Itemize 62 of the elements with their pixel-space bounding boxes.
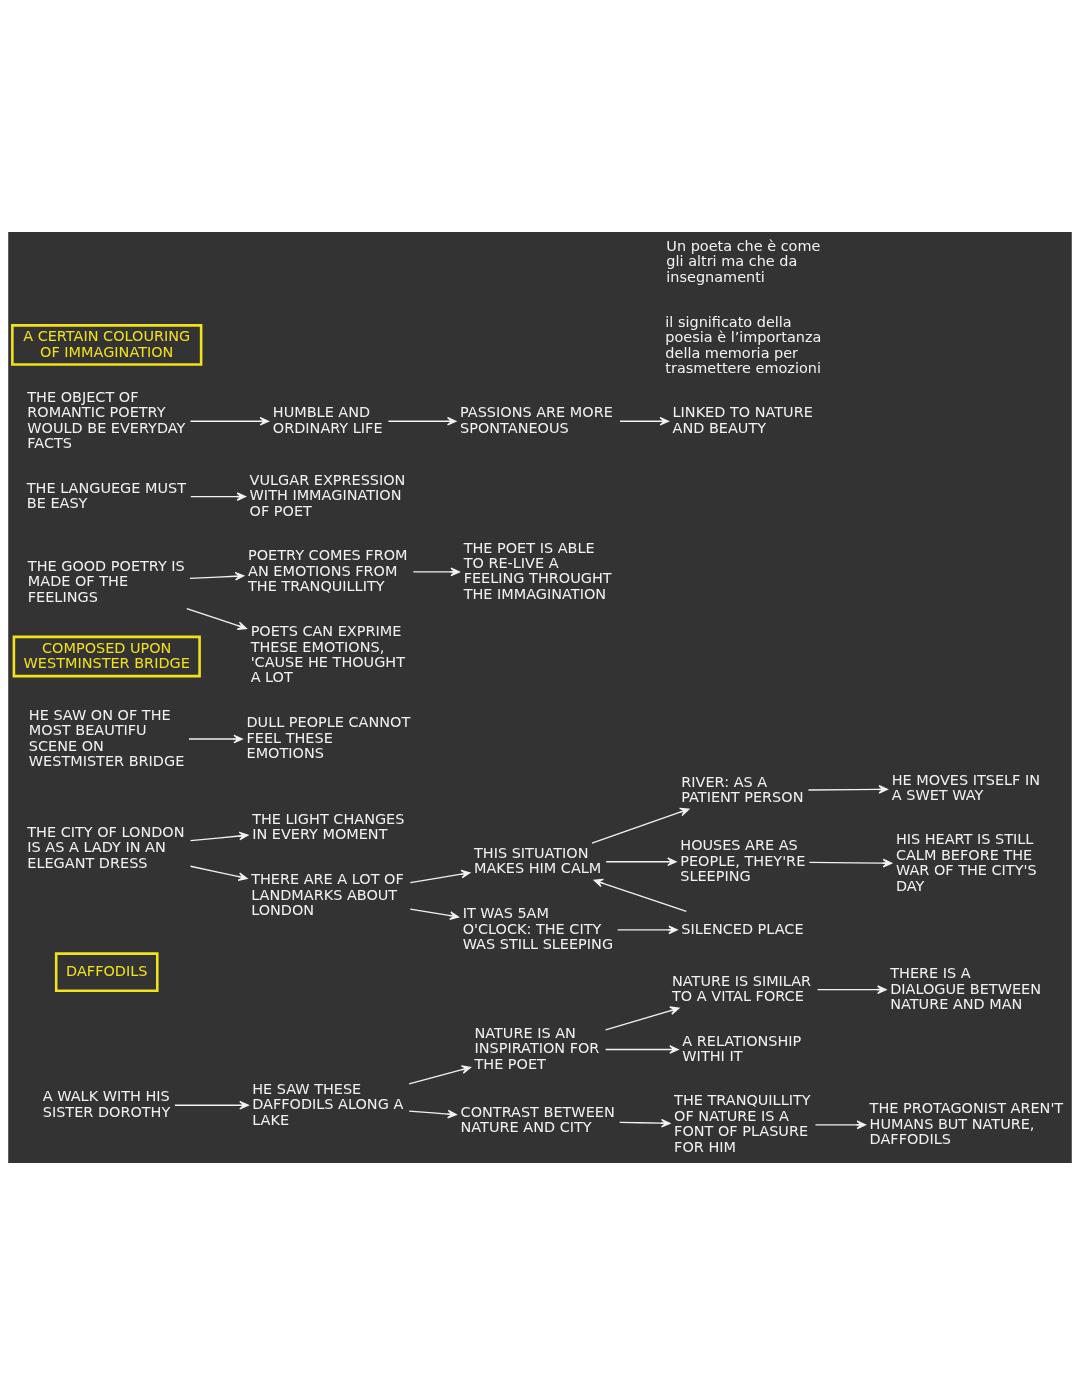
arrow	[189, 831, 249, 842]
node-text: THIS SITUATION MAKES HIM CALM	[473, 844, 602, 877]
node-text: A WALK WITH HIS SISTER DOROTHY	[42, 1088, 171, 1120]
node-text: THE GOOD POETRY IS MADE OF THE FEELINGS	[27, 557, 185, 605]
arrow	[408, 1109, 457, 1119]
node-text: THE OBJECT OF ROMANTIC POETRY WOULD BE EVERYDAY FACTS	[27, 388, 186, 452]
node-text: HIS HEART IS STILL CALM BEFORE THE WAR OF THE CITY'S DAY	[895, 831, 1037, 894]
node-text: PASSIONS ARE MORE SPONTANEOUS	[460, 404, 613, 436]
arrow	[604, 1006, 680, 1031]
node-text: HOUSES ARE AS PEOPLE, THEY'RE SLEEPING	[680, 837, 806, 885]
node-text: THERE ARE A LOT OF LANDMARKS ABOUT LONDON	[251, 871, 404, 919]
arrow	[808, 858, 893, 868]
arrow	[619, 416, 670, 426]
node-text: THERE IS A DIALOGUE BETWEEN NATURE AND MAN	[890, 965, 1041, 1012]
arrow	[189, 865, 248, 881]
arrow	[188, 734, 243, 744]
node-text: THE TRANQUILLITY OF NATURE IS A FONT OF PLASURE FOR HIM	[674, 1092, 811, 1155]
arrow	[189, 416, 270, 426]
node-text: NATURE IS AN INSPIRATION FOR THE POET	[474, 1024, 600, 1072]
node-text: THE POET IS ABLE TO RE-LIVE A FEELING THROUGHT THE IMMAGINATION	[463, 539, 612, 602]
arrow	[409, 869, 471, 884]
node-text: NATURE IS SIMILAR TO A VITAL FORCE	[672, 972, 812, 1005]
arrow	[174, 1100, 249, 1110]
arrow	[593, 878, 687, 912]
node-text: DULL PEOPLE CANNOT FEEL THESE EMOTIONS	[246, 714, 411, 762]
node-box: COMPOSED UPON WESTMINSTER BRIDGE	[12, 635, 201, 678]
arrow	[412, 567, 460, 577]
label: il significato della poesia è l’importanza della memoria per trasmettere emozioni	[665, 313, 822, 377]
arrow	[591, 807, 690, 844]
arrow	[387, 416, 457, 426]
arrow	[807, 784, 888, 794]
node-text: A RELATIONSHIP WITHI IT	[682, 1032, 802, 1065]
node-text: POETRY COMES FROM AN EMOTIONS FROM THE TRANQUILLITY	[248, 547, 408, 595]
arrow	[814, 1120, 867, 1130]
label: Un poeta che è come gli altri ma che da insegnamenti	[666, 237, 821, 285]
node-text: HE MOVES ITSELF IN A SWET WAY	[891, 771, 1041, 804]
node-text: RIVER: AS A PATIENT PERSON	[681, 773, 804, 806]
node-text: THE CITY OF LONDON IS AS A LADY IN AN ELEGANT DRESS	[27, 823, 185, 871]
node-box: A CERTAIN COLOURING OF IMMAGINATION	[11, 324, 203, 366]
node-box: DAFFODILS	[54, 952, 159, 992]
arrow	[616, 925, 678, 935]
arrow	[816, 985, 887, 995]
node-text: SILENCED PLACE	[681, 920, 804, 937]
arrow	[186, 607, 247, 630]
arrow	[605, 857, 677, 867]
node-text: HE SAW ON OF THE MOST BEAUTIFU SCENE ON WESTMISTER BRIDGE	[28, 706, 185, 770]
node-text: HE SAW THESE DAFFODILS ALONG A LAKE	[252, 1080, 404, 1128]
node-text: THE LIGHT CHANGES IN EVERY MOMENT	[252, 810, 405, 843]
arrow	[190, 492, 247, 501]
node-text: VULGAR EXPRESSION WITH IMMAGINATION OF POET	[249, 471, 406, 519]
arrow	[604, 1045, 679, 1054]
node-text: HUMBLE AND ORDINARY LIFE	[272, 404, 383, 436]
arrow	[408, 1065, 472, 1085]
node-text: IT WAS 5AM O'CLOCK: THE CITY WAS STILL SLEEPING	[462, 905, 614, 953]
arrow	[409, 908, 460, 920]
node-text: CONTRAST BETWEEN NATURE AND CITY	[460, 1103, 615, 1136]
node-text: THE LANGUEGE MUST BE EASY	[26, 479, 187, 512]
arrow	[619, 1118, 671, 1128]
node-text: THE PROTAGONIST AREN'T HUMANS BUT NATURE, DAFFODILS	[869, 1100, 1064, 1148]
arrow	[189, 571, 245, 581]
node-text: LINKED TO NATURE AND BEAUTY	[672, 404, 813, 436]
node-text: POETS CAN EXPRIME THESE EMOTIONS, 'CAUSE HE THOUGHT A LOT	[250, 623, 406, 686]
